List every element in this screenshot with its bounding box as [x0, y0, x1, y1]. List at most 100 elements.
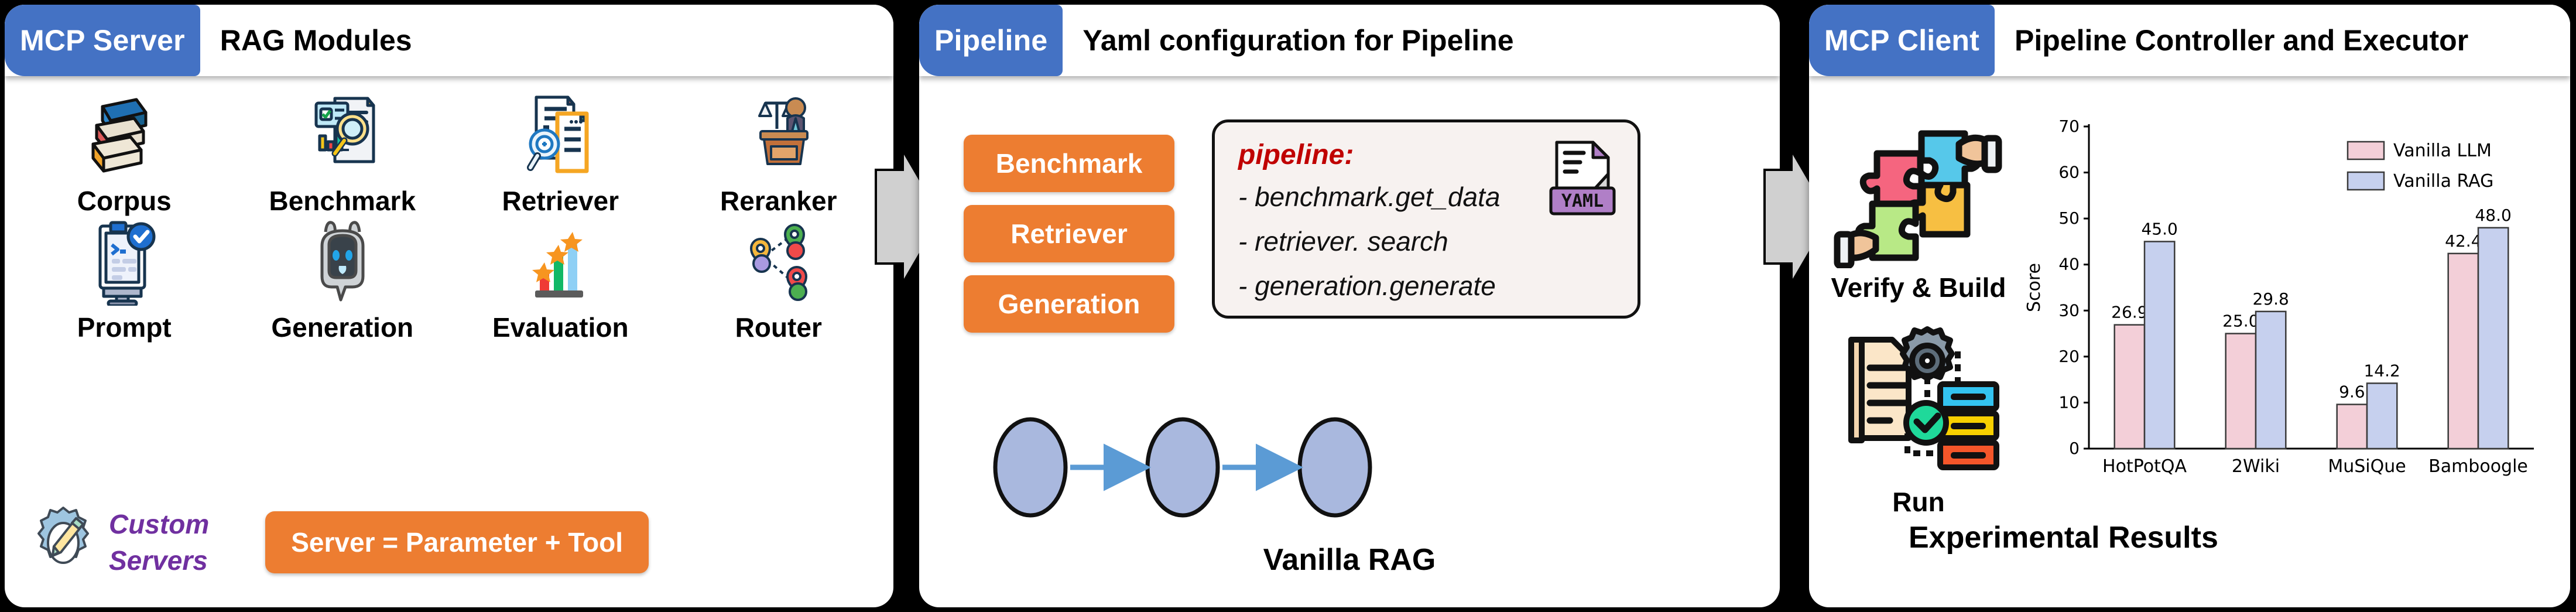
chart-legend-swatch: [2347, 141, 2385, 160]
svg-text:50: 50: [2058, 208, 2080, 228]
module-label: Router: [735, 312, 822, 343]
report-magnifier-icon: [299, 93, 386, 179]
module-label: Corpus: [77, 186, 172, 216]
chart-bar: [2113, 324, 2146, 450]
books-icon: [80, 93, 168, 179]
flow-arrow-pipeline-to-client: [1763, 169, 1814, 265]
flow-arrow-server-to-pipeline: [875, 169, 925, 265]
svg-text:70: 70: [2058, 117, 2080, 136]
panel-title-yaml-config: Yaml configuration for Pipeline: [1083, 24, 1514, 57]
chart-bar-value: 45.0: [2141, 219, 2177, 238]
module-label: Benchmark: [269, 186, 416, 216]
module-label: Retriever: [502, 186, 619, 216]
module-label: Reranker: [720, 186, 837, 216]
client-step-label: Verify & Build: [1831, 272, 2006, 303]
yaml-step-1: - benchmark.get_data: [1238, 182, 1501, 212]
server-formula-pill: Server = Parameter + Tool: [265, 511, 649, 573]
vanilla-rag-flow: Vanilla RAG: [919, 409, 1780, 577]
panel-tag-pipeline: Pipeline: [919, 5, 1063, 76]
svg-text:40: 40: [2058, 255, 2080, 274]
module-benchmark[interactable]: Benchmark: [234, 93, 452, 217]
chart-legend-label: Vanilla RAG: [2393, 171, 2493, 192]
module-reranker[interactable]: Reranker: [670, 93, 888, 217]
module-router[interactable]: Router: [670, 219, 888, 343]
robot-icon: [299, 219, 386, 306]
vanilla-rag-caption: Vanilla RAG: [1263, 543, 1436, 577]
client-steps: Verify & Build: [1822, 93, 2015, 518]
rag-modules-grid: Corpus: [15, 93, 888, 343]
chart-bar: [2336, 404, 2368, 450]
chart-bar-value: 14.2: [2363, 361, 2400, 380]
custom-servers-label: Custom Servers: [109, 506, 209, 579]
svg-text:60: 60: [2058, 163, 2080, 182]
custom-servers-row: Custom Servers Server = Parameter + Tool: [28, 504, 877, 580]
chart-bar-value: 42.4: [2445, 231, 2481, 251]
panel-header-pipeline: Pipeline Yaml configuration for Pipeline: [919, 5, 1780, 76]
terminal-check-icon: [80, 219, 168, 306]
yaml-step-3: - generation.generate: [1238, 271, 1496, 301]
chart-x-tick-label: MuSiQue: [2328, 456, 2406, 477]
chart-legend-swatch: [2347, 171, 2385, 191]
stage-button-generation[interactable]: Generation: [964, 275, 1174, 333]
panel-tag-mcp-client: MCP Client: [1809, 5, 1995, 76]
custom-servers-line1: Custom: [109, 508, 210, 539]
client-step-label: Run: [1892, 487, 1945, 517]
panel-mcp-client: MCP Client Pipeline Controller and Execu…: [1809, 5, 2570, 607]
stage-button-benchmark[interactable]: Benchmark: [964, 135, 1174, 192]
chart-bar-value: 9.6: [2339, 382, 2365, 402]
svg-text:0: 0: [2069, 439, 2080, 458]
module-retriever[interactable]: Retriever: [451, 93, 670, 217]
svg-text:YAML: YAML: [1561, 191, 1604, 211]
chart-bar: [2447, 252, 2479, 450]
panel-header-mcp-server: MCP Server RAG Modules: [5, 5, 893, 76]
chart-bar: [2255, 310, 2287, 450]
module-corpus[interactable]: Corpus: [15, 93, 234, 217]
module-generation[interactable]: Generation: [234, 219, 452, 343]
chart-bar: [2143, 241, 2176, 450]
module-label: Generation: [271, 312, 414, 343]
panel-header-mcp-client: MCP Client Pipeline Controller and Execu…: [1809, 5, 2570, 76]
yaml-config-card: pipeline: - benchmark.get_data - retriev…: [1212, 119, 1640, 319]
module-label: Evaluation: [492, 312, 629, 343]
chart-bar: [2477, 227, 2509, 450]
puzzle-hands-icon: [1834, 93, 2003, 268]
module-prompt[interactable]: Prompt: [15, 219, 234, 343]
chart-x-tick-label: 2Wiki: [2232, 456, 2280, 477]
chart-x-tick-label: HotPotQA: [2102, 456, 2187, 477]
pipeline-stage-list: Benchmark Retriever Generation: [964, 135, 1174, 346]
gear-pencil-icon: [28, 504, 98, 580]
flow-diagram: [993, 417, 1372, 518]
chart-bar-value: 29.8: [2252, 289, 2289, 309]
svg-text:10: 10: [2058, 392, 2080, 412]
module-label: Prompt: [77, 312, 172, 343]
chart-y-axis-label: Score: [2024, 263, 2044, 312]
chart-x-tick-label: Bamboogle: [2428, 456, 2528, 477]
panel-title-rag-modules: RAG Modules: [220, 24, 412, 57]
panel-pipeline: Pipeline Yaml configuration for Pipeline…: [919, 5, 1780, 607]
client-step-run[interactable]: Run: [1822, 319, 2015, 518]
chart-bar: [2225, 333, 2257, 450]
map-pin-route-icon: [735, 219, 823, 306]
module-evaluation[interactable]: Evaluation: [451, 219, 670, 343]
judge-icon: [735, 93, 823, 179]
panel-mcp-server: MCP Server RAG Modules: [5, 5, 893, 607]
stage-button-retriever[interactable]: Retriever: [964, 205, 1174, 262]
chart-bar-value: 26.9: [2111, 303, 2147, 322]
panel-title-controller: Pipeline Controller and Executor: [2015, 24, 2469, 57]
panel-tag-mcp-server: MCP Server: [5, 5, 200, 76]
star-barchart-icon: [516, 219, 604, 306]
svg-text:30: 30: [2058, 300, 2080, 320]
yaml-file-icon: YAML: [1547, 139, 1618, 227]
custom-servers-line2: Servers: [109, 545, 208, 576]
chart-bar: [2366, 382, 2398, 450]
chart-legend-label: Vanilla LLM: [2393, 141, 2492, 161]
client-step-verify-build[interactable]: Verify & Build: [1822, 93, 2015, 303]
chart-caption: Experimental Results: [1909, 521, 2218, 555]
document-gear-server-icon: [1834, 319, 2003, 483]
chart-bar-value: 25.0: [2222, 312, 2259, 331]
yaml-step-2: - retriever. search: [1238, 226, 1448, 257]
document-search-icon: [516, 93, 604, 179]
yaml-key-pipeline: pipeline:: [1238, 139, 1354, 170]
